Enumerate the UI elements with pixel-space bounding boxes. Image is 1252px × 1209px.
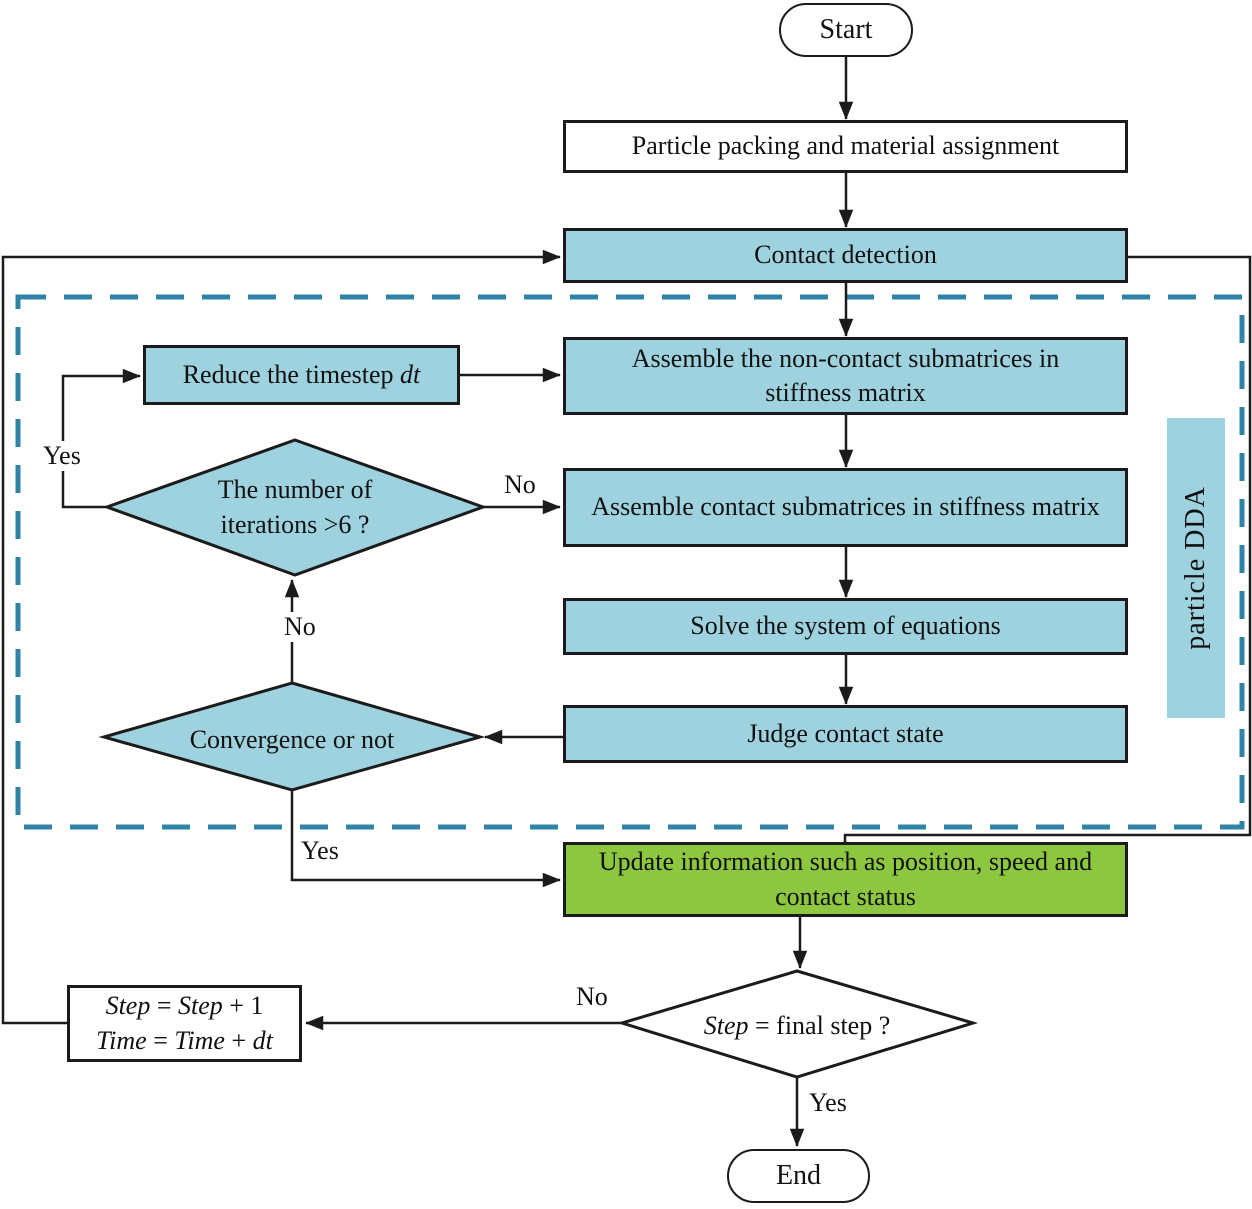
- edge-label-final-no: No: [573, 982, 611, 1012]
- edge-step-loop-to-contact: [1, 249, 561, 1025]
- process-solve-equations: Solve the system of equations: [563, 598, 1128, 655]
- convergence-decision-diamond: [98, 681, 486, 792]
- edge-label-iterations-yes: Yes: [40, 441, 84, 471]
- edge-label-convergence-no: No: [281, 612, 319, 642]
- reduce-timestep-dt-var: dt: [400, 359, 421, 389]
- convergence-decision-text: Convergence or not: [189, 725, 395, 754]
- process-step-time-increment: Step = Step + 1 Time = Time + dt: [67, 985, 302, 1062]
- edge-label-convergence-yes: Yes: [298, 836, 342, 866]
- final-step-decision-diamond: [616, 969, 979, 1079]
- iterations-text-line1: The number of: [217, 475, 373, 504]
- time-increment-line: Time = Time + dt: [96, 1025, 273, 1055]
- process-assemble-noncontact: Assemble the non-contact submatrices in …: [563, 337, 1128, 415]
- iterations-decision-diamond: [102, 438, 488, 577]
- final-step-rest: = final step ?: [748, 1011, 891, 1040]
- process-update-information: Update information such as position, spe…: [563, 842, 1128, 917]
- edge-label-final-yes: Yes: [806, 1088, 850, 1118]
- process-judge-contact-state: Judge contact state: [563, 705, 1128, 763]
- edge-label-iterations-no: No: [501, 470, 539, 500]
- final-step-var: Step: [703, 1011, 749, 1040]
- particle-dda-dashed-region: [15, 294, 1245, 830]
- final-step-decision-text: Step = final step ?: [637, 1008, 957, 1043]
- particle-dda-region-label: particle DDA: [1167, 418, 1225, 718]
- end-terminator: End: [727, 1149, 870, 1203]
- process-assemble-contact: Assemble contact submatrices in stiffnes…: [563, 468, 1128, 547]
- process-particle-packing: Particle packing and material assignment: [563, 120, 1128, 173]
- iterations-text-line2: iterations >6 ?: [220, 510, 370, 540]
- process-contact-detection: Contact detection: [563, 228, 1128, 283]
- edge-convergence-yes-to-update: [290, 790, 561, 888]
- iterations-decision-text: The number of iterations >6 ?: [115, 472, 475, 542]
- step-increment-line: Step = Step + 1: [105, 991, 264, 1021]
- particle-dda-region-label-text: particle DDA: [1180, 486, 1212, 650]
- edge-contact-right-loop-to-update: [843, 255, 1252, 842]
- reduce-timestep-text: Reduce the timestep: [182, 359, 401, 389]
- process-reduce-timestep: Reduce the timestep dt: [143, 345, 460, 405]
- start-terminator: Start: [779, 3, 913, 57]
